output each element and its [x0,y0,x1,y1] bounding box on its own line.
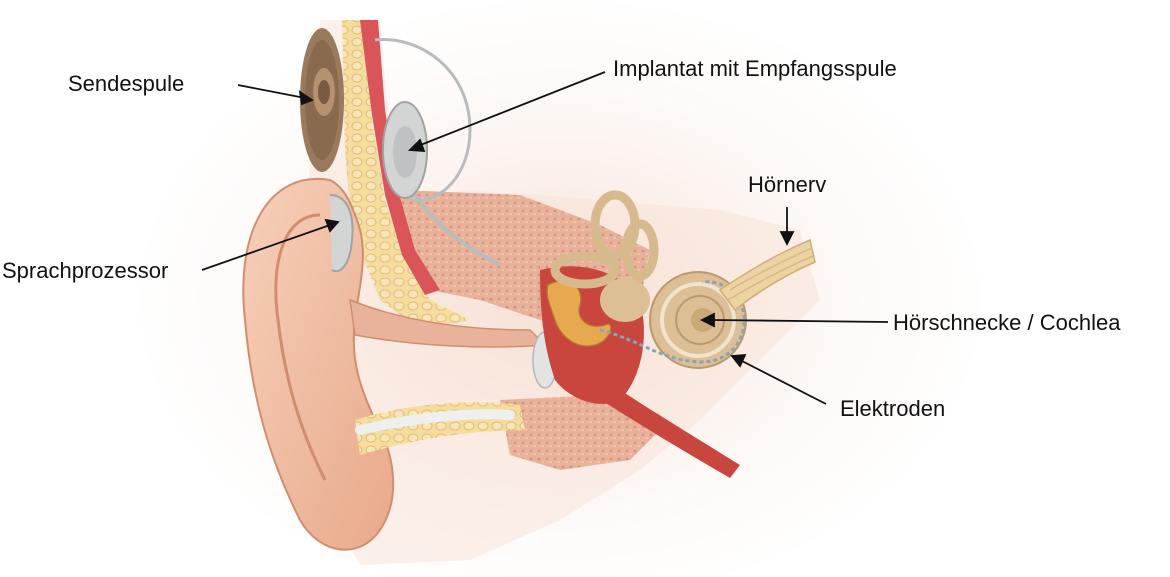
pointer-lines [201,71,889,405]
pinna-inner [274,213,327,481]
label-elektroden: Elektroden [840,396,946,421]
transmitter-coil-graphic [300,28,344,172]
lower-bone [500,395,660,470]
arrowhead-sendespule [298,90,314,106]
muscle-layer [360,20,440,295]
pointer-sprachprozessor [201,224,331,271]
pointer-elektroden [739,359,827,405]
label-sendespule: Sendespule [68,71,185,96]
speech-processor-graphic [329,194,354,273]
arrowhead-hoernerv [779,231,795,247]
auditory-nerve-fibers [727,247,814,301]
label-implantat: Implantat mit Empfangsspule [613,56,897,81]
arrowhead-hoerschnecke [699,312,715,328]
semicircular-canals [550,190,659,289]
pointer-implantat [417,71,606,147]
arrowhead-implantat [407,138,426,152]
vestibule [600,278,650,322]
lower-cartilage [355,409,515,435]
arrowhead-elektroden [730,353,747,368]
label-sprachprozessor: Sprachprozessor [2,258,169,283]
implant-graphic [374,38,501,267]
pinna [242,177,395,551]
pointer-hoerschnecke [711,319,889,323]
ossicles [546,280,612,347]
eustachian-tube [598,380,740,478]
label-hoerschnecke: Hörschnecke / Cochlea [893,310,1121,335]
pointer-sendespule [237,84,306,99]
fat-layer [342,20,470,330]
arrowhead-sprachprozessor [324,218,340,233]
label-hoernerv: Hörnerv [748,172,827,197]
